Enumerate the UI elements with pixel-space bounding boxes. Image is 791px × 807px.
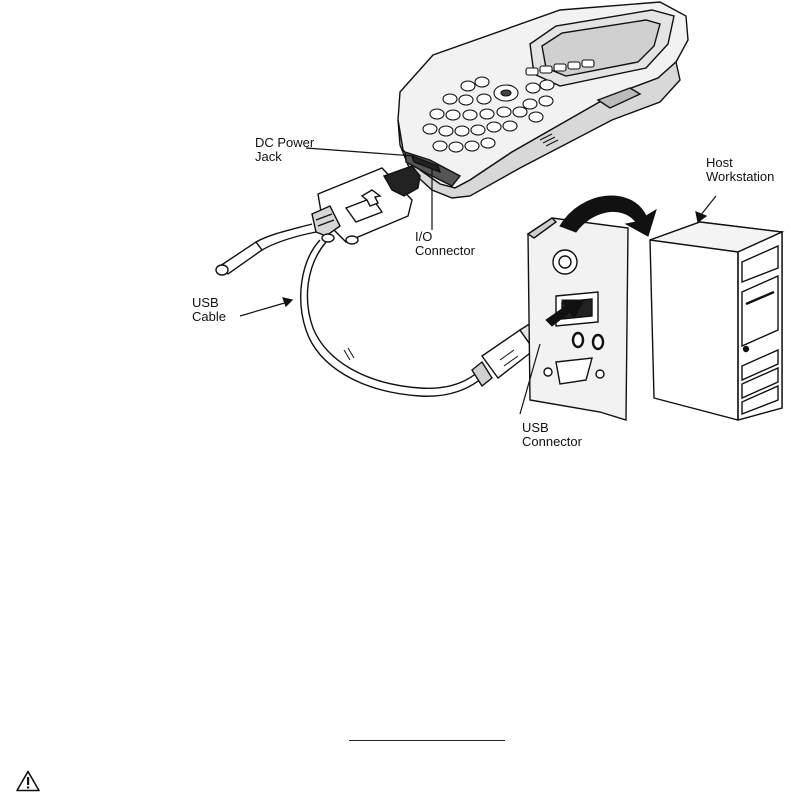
host-tower <box>650 222 782 420</box>
usb-cable-label: USB Cable <box>192 296 226 324</box>
warning-icon <box>16 770 40 792</box>
dc-power-jack-label: DC Power Jack <box>255 136 314 164</box>
handheld-terminal <box>398 2 688 198</box>
divider <box>349 740 505 741</box>
io-cable-connector <box>216 166 420 275</box>
host-back-panel <box>528 218 628 420</box>
usb-connector-label: USB Connector <box>522 421 582 449</box>
io-connector-label: I/O Connector <box>415 230 475 258</box>
host-workstation-label: Host Workstation <box>706 156 774 184</box>
usb-cable-wire <box>301 240 482 396</box>
